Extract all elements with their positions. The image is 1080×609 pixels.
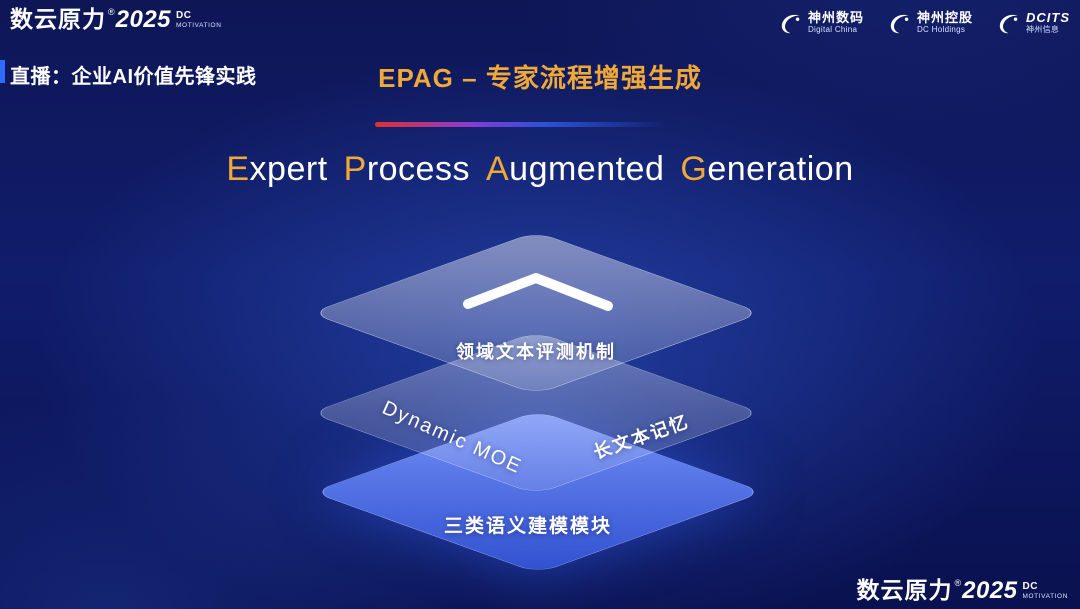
partner-name: DCITS [1026,10,1070,26]
chevron-up-icon [463,273,613,311]
divider-gradient-line [375,122,667,127]
brand-logo-top-left: 数云原力 ® 2025 DC MOTIVATION [10,8,222,32]
top-layer-label: 领域文本评测机制 [456,342,616,362]
digital-china-logo-icon [777,10,803,36]
partner-subtitle: DC Holdings [916,24,966,34]
partner-name: 神州数码 [807,10,864,26]
registered-mark: ® [954,578,962,588]
brand-year: 2025 [115,6,172,33]
dcits-logo-icon [995,10,1021,36]
brand-logo-bottom-right: 数云原力 ® 2025 DC MOTIVATION [856,579,1068,603]
live-accent-bar [0,60,5,83]
brand-name: 数云原力 [856,577,953,603]
bottom-layer-label: 三类语义建模模块 [443,516,613,537]
brand-name: 数云原力 [10,6,106,32]
partner-subtitle: 神州信息 [1026,24,1060,34]
brand-year: 2025 [962,577,1018,604]
partner-dc-holdings: 神州控股 DC Holdings [886,10,973,36]
partner-digital-china: 神州数码 Digital China [777,10,864,36]
dc-holdings-logo-icon [886,10,912,36]
registered-mark: ® [108,7,115,17]
brand-subtitle: DC MOTIVATION [1022,581,1068,600]
partner-name: 神州控股 [916,10,973,26]
partner-logos: 神州数码 Digital China 神州控股 DC Holdings DCIT… [777,10,1070,36]
partner-dcits: DCITS 神州信息 [995,10,1070,36]
partner-subtitle: Digital China [807,24,858,34]
page-title: EPAG – 专家流程增强生成 [378,63,702,93]
live-title: 直播：企业AI价值先锋实践 [10,66,257,88]
brand-subtitle: DC MOTIVATION [176,10,222,29]
